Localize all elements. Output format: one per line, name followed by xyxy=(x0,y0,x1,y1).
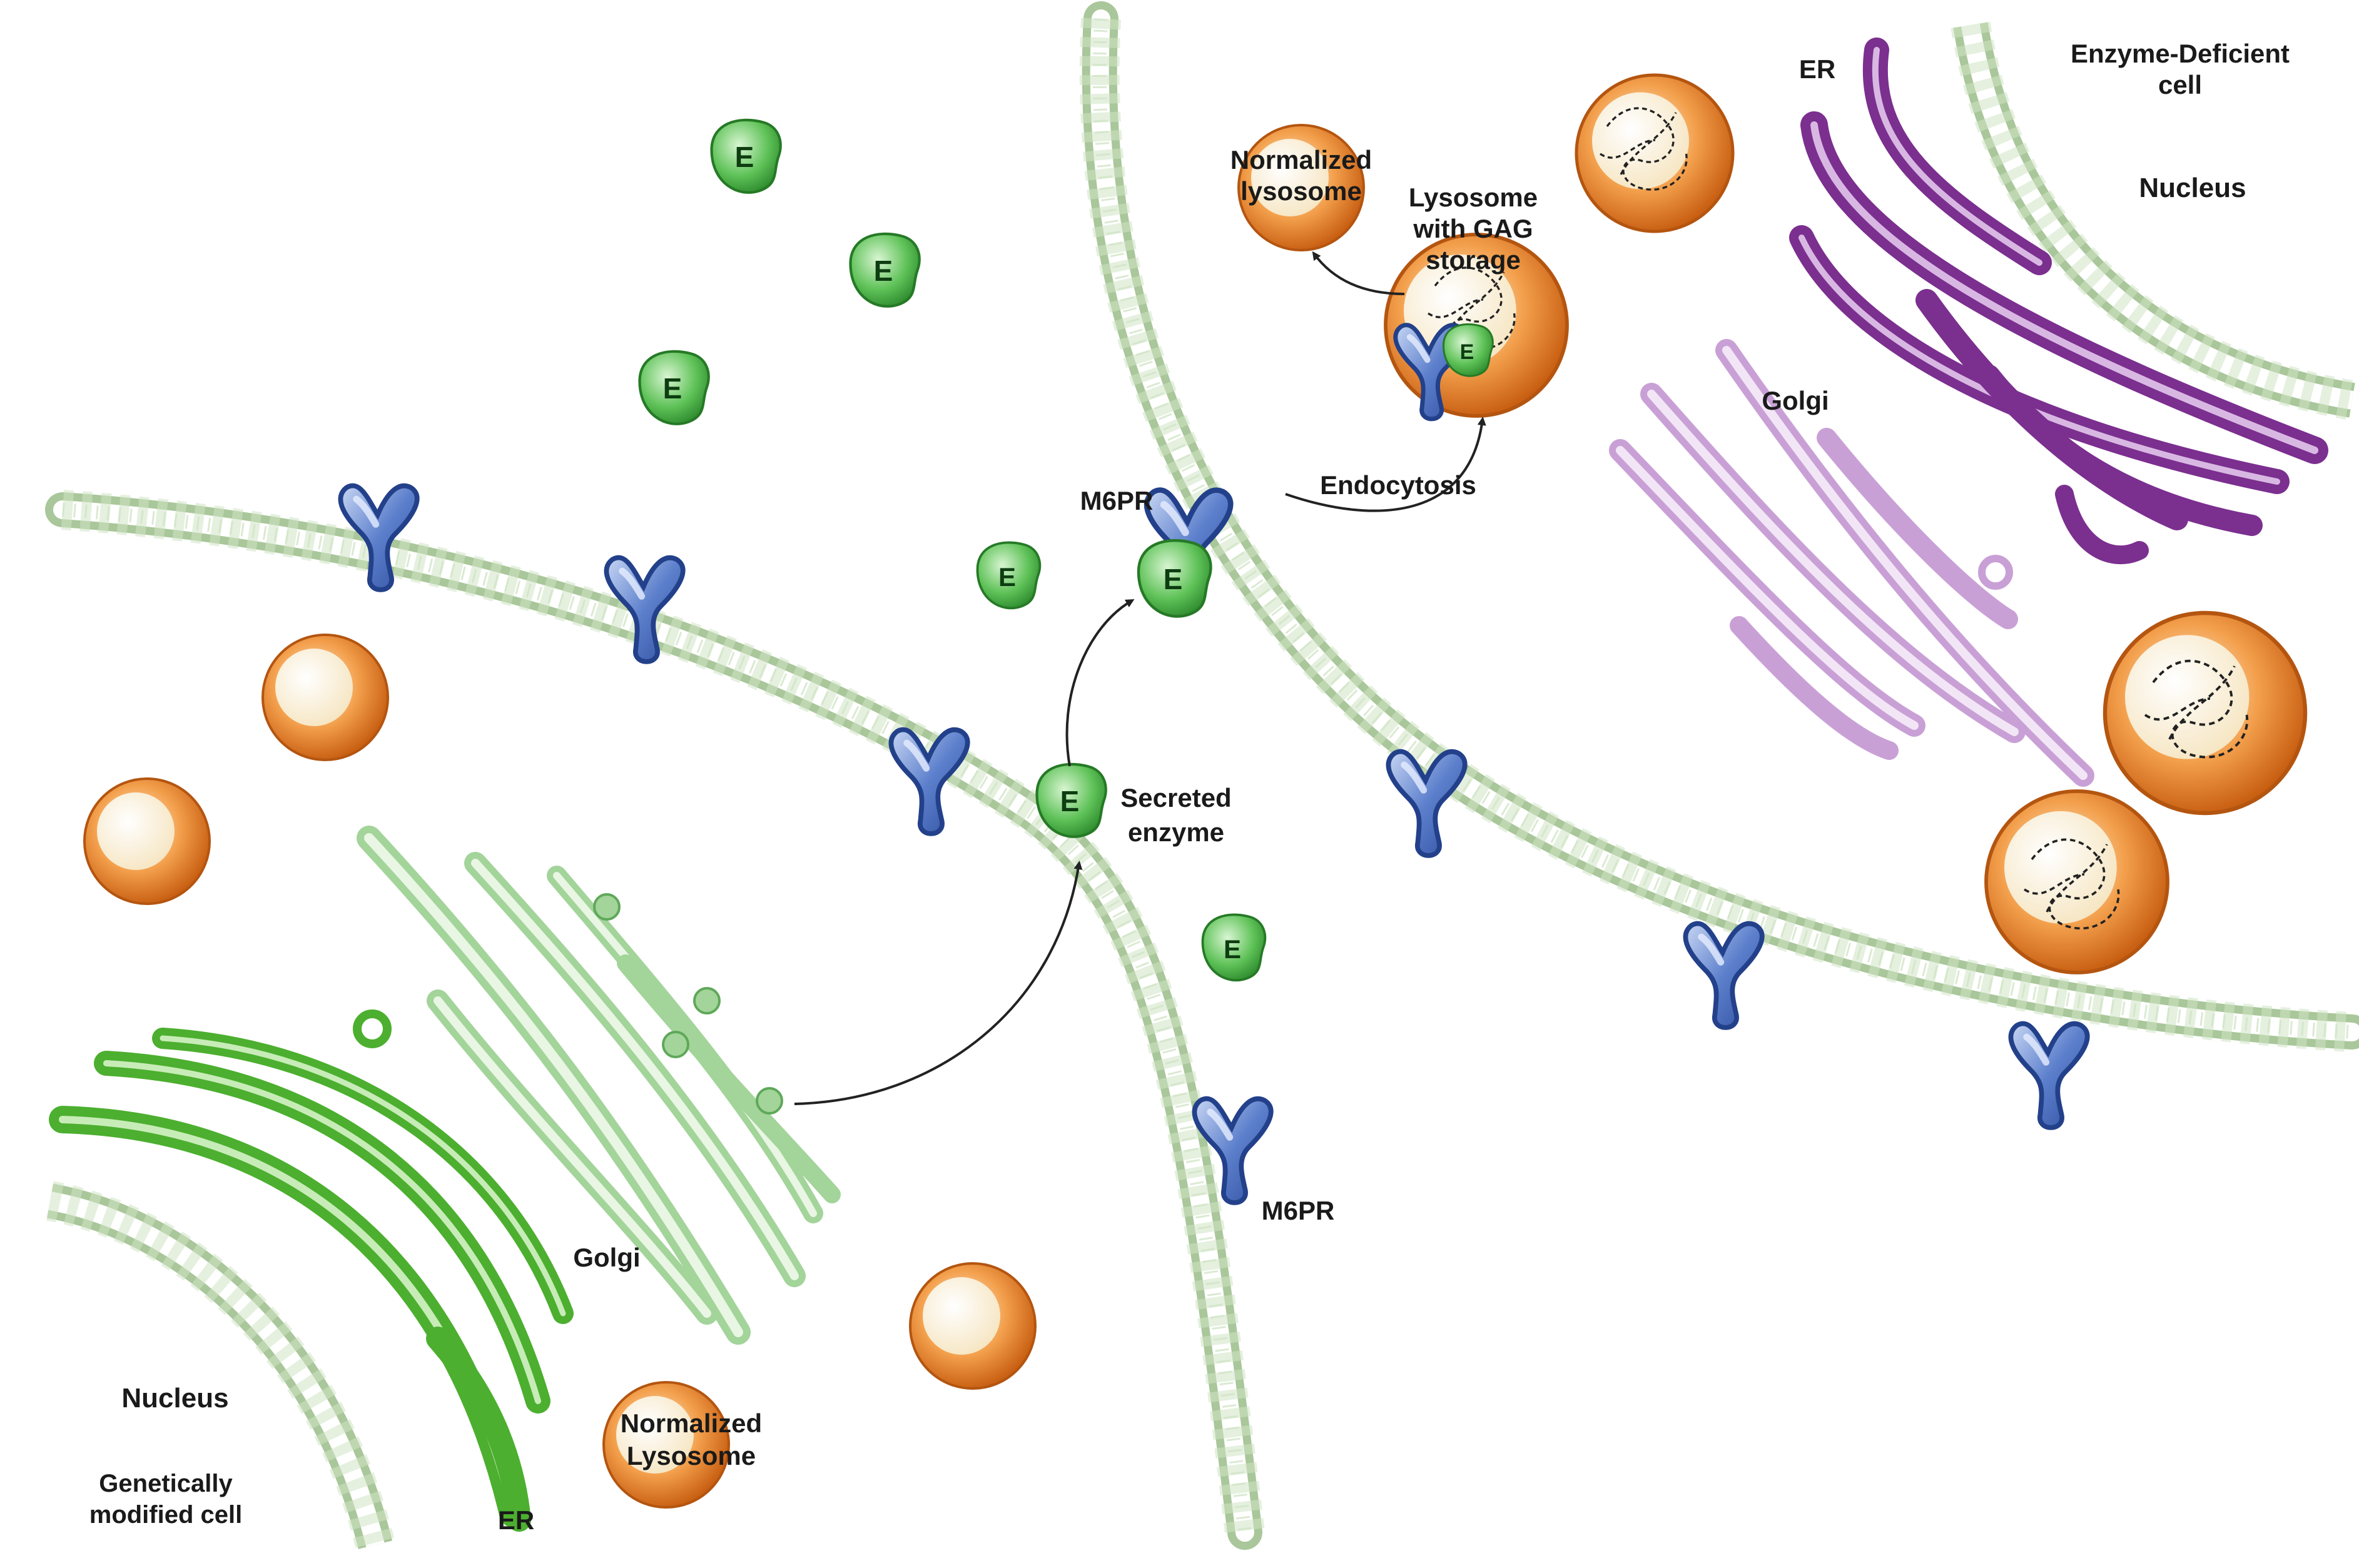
lysosome-middle xyxy=(909,1262,1037,1390)
label-endocytosis: Endocytosis xyxy=(1320,470,1476,500)
label-secreted-enzyme: Secreted enzyme xyxy=(1120,783,1231,847)
svg-text:Normalized: Normalized xyxy=(1230,145,1372,175)
svg-text:E: E xyxy=(1460,340,1474,364)
svg-text:cell: cell xyxy=(2158,70,2202,99)
label-nucleus-right: Nucleus xyxy=(2139,173,2246,203)
lysosome-gag-2 xyxy=(2105,613,2305,813)
svg-text:E: E xyxy=(874,255,893,287)
svg-text:E: E xyxy=(998,562,1016,592)
arrow-endocytosis xyxy=(1285,417,1486,512)
label-er-right: ER xyxy=(1799,54,1835,84)
receptor-right-2 xyxy=(1685,924,1762,1028)
nuclear-envelope-right xyxy=(1951,21,2356,420)
label-m6pr-top: M6PR xyxy=(1080,486,1154,515)
golgi-left xyxy=(357,826,841,1345)
svg-text:Normalized: Normalized xyxy=(621,1409,762,1438)
label-normalized-lysosome-bottom: Normalized Lysosome xyxy=(621,1409,762,1470)
lysosome-gag-3 xyxy=(1986,791,2168,973)
nuclear-envelope-left xyxy=(46,1181,395,1550)
svg-text:Genetically: Genetically xyxy=(99,1470,233,1497)
svg-text:Lysosome: Lysosome xyxy=(1409,183,1538,212)
svg-text:E: E xyxy=(1164,563,1183,595)
arrow-normalization xyxy=(1312,251,1405,295)
enzyme-5: E xyxy=(1201,913,1267,982)
svg-text:E: E xyxy=(735,141,754,173)
membrane-right-cell xyxy=(1079,1,2359,1052)
label-er-left: ER xyxy=(498,1505,534,1535)
arrow-binding xyxy=(1065,599,1135,767)
label-enzyme-deficient-cell: Enzyme-Deficient cell xyxy=(2071,39,2290,99)
svg-text:E: E xyxy=(1060,785,1080,817)
enzyme-bound-receptor: E xyxy=(1139,540,1211,616)
svg-text:Secreted: Secreted xyxy=(1120,783,1231,812)
enzyme-secreted: E xyxy=(1037,764,1106,837)
label-golgi-right: Golgi xyxy=(1762,386,1829,415)
golgi-right xyxy=(1609,339,2094,787)
enzyme-4: E xyxy=(976,541,1042,610)
receptor-right-3 xyxy=(2011,1024,2087,1128)
enzyme-2: E xyxy=(851,234,920,306)
lysosome-gag-1 xyxy=(1576,75,1733,231)
svg-text:E: E xyxy=(1224,934,1241,964)
lysosome-left-2 xyxy=(83,777,211,905)
membrane-left-cell xyxy=(45,490,1265,1550)
label-nucleus-left: Nucleus xyxy=(121,1383,228,1414)
er-left xyxy=(49,1009,574,1532)
lysosome-left-1 xyxy=(261,634,389,761)
label-lysosome-gag-storage: Lysosome with GAG storage xyxy=(1409,183,1538,275)
svg-text:Enzyme-Deficient: Enzyme-Deficient xyxy=(2071,39,2290,68)
label-golgi-left: Golgi xyxy=(573,1243,640,1272)
svg-text:Lysosome: Lysosome xyxy=(627,1441,756,1470)
enzyme-3: E xyxy=(640,352,709,424)
svg-text:storage: storage xyxy=(1426,245,1521,275)
svg-text:with GAG: with GAG xyxy=(1413,214,1533,243)
label-normalized-lysosome-top: Normalized lysosome xyxy=(1230,145,1372,206)
svg-text:enzyme: enzyme xyxy=(1128,817,1224,847)
label-genetically-modified-cell: Genetically modified cell xyxy=(89,1470,243,1529)
enzyme-1: E xyxy=(712,120,781,193)
er-right xyxy=(1789,38,2328,564)
svg-text:modified cell: modified cell xyxy=(89,1501,243,1529)
svg-text:lysosome: lysosome xyxy=(1240,176,1362,206)
svg-text:E: E xyxy=(663,372,682,405)
label-m6pr-bottom: M6PR xyxy=(1262,1196,1335,1225)
arrow-secretion xyxy=(794,861,1083,1105)
enzyme-in-lysosome: E xyxy=(1443,323,1494,377)
